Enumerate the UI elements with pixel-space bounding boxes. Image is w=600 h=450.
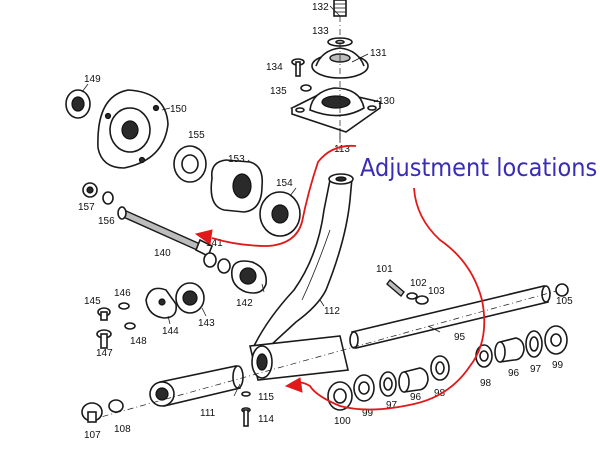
label-108: 108 [114, 424, 131, 435]
label-97-right: 97 [530, 364, 542, 375]
bushing-96-right [494, 337, 525, 363]
label-102: 102 [410, 278, 427, 289]
ring-97-left [379, 371, 397, 397]
mount-bracket-130 [289, 87, 382, 133]
label-99-left: 99 [362, 408, 374, 419]
label-135: 135 [270, 86, 287, 97]
bolt-134 [291, 58, 305, 77]
label-132: 132 [312, 2, 329, 13]
label-148: 148 [130, 336, 147, 347]
label-154: 154 [276, 178, 293, 189]
label-144: 144 [162, 326, 179, 337]
nut-103 [415, 295, 429, 305]
washer-115 [241, 391, 251, 397]
annotation-arrowhead-lower [284, 377, 303, 393]
sleeve-111 [149, 365, 244, 407]
nut-157 [82, 182, 98, 198]
label-141: 141 [206, 238, 223, 249]
long-bolt-140 [117, 206, 214, 258]
label-103: 103 [428, 286, 445, 297]
label-95: 95 [454, 332, 466, 343]
cap-107 [81, 402, 103, 423]
label-145: 145 [84, 296, 101, 307]
washer-102 [406, 292, 418, 300]
ring-98-left [430, 355, 450, 381]
nut-135 [300, 84, 312, 92]
screw-114 [241, 407, 251, 427]
label-143: 143 [198, 318, 215, 329]
label-98-right: 98 [480, 378, 492, 389]
label-153: 153 [228, 154, 245, 165]
label-99-right: 99 [552, 360, 564, 371]
label-130: 130 [378, 96, 395, 107]
spacer-ring-155 [173, 145, 207, 183]
label-105: 105 [556, 296, 573, 307]
annotation-title: Adjustment locations [360, 153, 597, 182]
label-146: 146 [114, 288, 131, 299]
label-115: 115 [258, 392, 274, 403]
ring-99-right [544, 325, 568, 355]
label-114: 114 [258, 414, 274, 425]
washer-108 [108, 399, 124, 413]
label-97-left: 97 [386, 400, 398, 411]
bushing-143 [175, 282, 205, 314]
label-149: 149 [84, 74, 101, 85]
label-157: 157 [78, 202, 95, 213]
label-96-left: 96 [410, 392, 422, 403]
label-100: 100 [334, 416, 351, 427]
label-111: 111 [200, 408, 216, 419]
bushing-149 [65, 89, 91, 119]
label-107: 107 [84, 430, 101, 441]
label-155: 155 [188, 130, 205, 141]
pin-101 [386, 278, 405, 298]
flange-plate-150 [97, 89, 169, 169]
washer-156 [102, 191, 114, 205]
label-101: 101 [376, 264, 393, 275]
bushing-142 [230, 260, 268, 294]
label-133: 133 [312, 26, 329, 37]
ring-98-right [475, 344, 493, 368]
nut-145 [97, 307, 111, 321]
label-113: 113 [334, 144, 350, 155]
ring-99-left [353, 374, 375, 402]
label-150: 150 [170, 104, 187, 115]
label-156: 156 [98, 216, 115, 227]
rubber-bushing-153 [210, 159, 264, 213]
washer-105 [555, 283, 569, 297]
label-134: 134 [266, 62, 283, 73]
label-131: 131 [370, 48, 387, 59]
label-140: 140 [154, 248, 171, 259]
annotation-arrow-lower [291, 187, 486, 411]
bracket-144 [145, 287, 178, 319]
annotation-arrowhead-upper [194, 229, 213, 245]
ring-97-right [525, 330, 543, 358]
label-142: 142 [236, 298, 253, 309]
annotation-arrow-upper [211, 144, 357, 247]
label-147: 147 [96, 348, 113, 359]
washer-154 [259, 191, 301, 237]
bushing-96-left [398, 367, 429, 393]
shaft-95 [349, 285, 551, 349]
label-96-right: 96 [508, 368, 520, 379]
washer-141 [203, 252, 231, 274]
label-112: 112 [324, 306, 340, 317]
washer-148 [124, 322, 136, 330]
washer-146 [118, 302, 130, 310]
bolt-147 [96, 329, 112, 349]
threaded-stud-132 [333, 0, 347, 17]
